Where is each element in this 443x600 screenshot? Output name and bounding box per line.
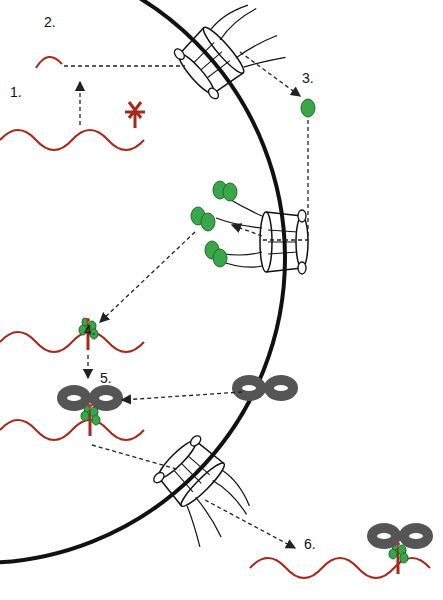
splicing-complex: [125, 102, 145, 128]
mrna-fragment: [36, 57, 62, 68]
mrna: [0, 332, 144, 352]
callout-number: 2.: [44, 14, 56, 30]
nuclear-pore: [214, 196, 308, 274]
nuclear-envelope: [0, 0, 285, 563]
export-receptor: [367, 523, 433, 549]
nuclear-pore: [171, 0, 293, 112]
callout-number: 3.: [302, 70, 314, 86]
export-receptor: [232, 375, 298, 401]
callout-number: 6.: [304, 536, 316, 552]
callout-number: 1.: [10, 84, 22, 100]
export-receptor: [57, 385, 123, 411]
callout-number: 5.: [100, 370, 112, 386]
nuclear-pore: [141, 432, 263, 554]
pre-mrna: [0, 130, 144, 150]
mrnp-complex: [79, 318, 98, 350]
mrna: [0, 420, 144, 440]
flow-arrows: [64, 52, 308, 548]
protein-cluster: [191, 99, 315, 267]
callout-number: 4.: [84, 322, 96, 338]
